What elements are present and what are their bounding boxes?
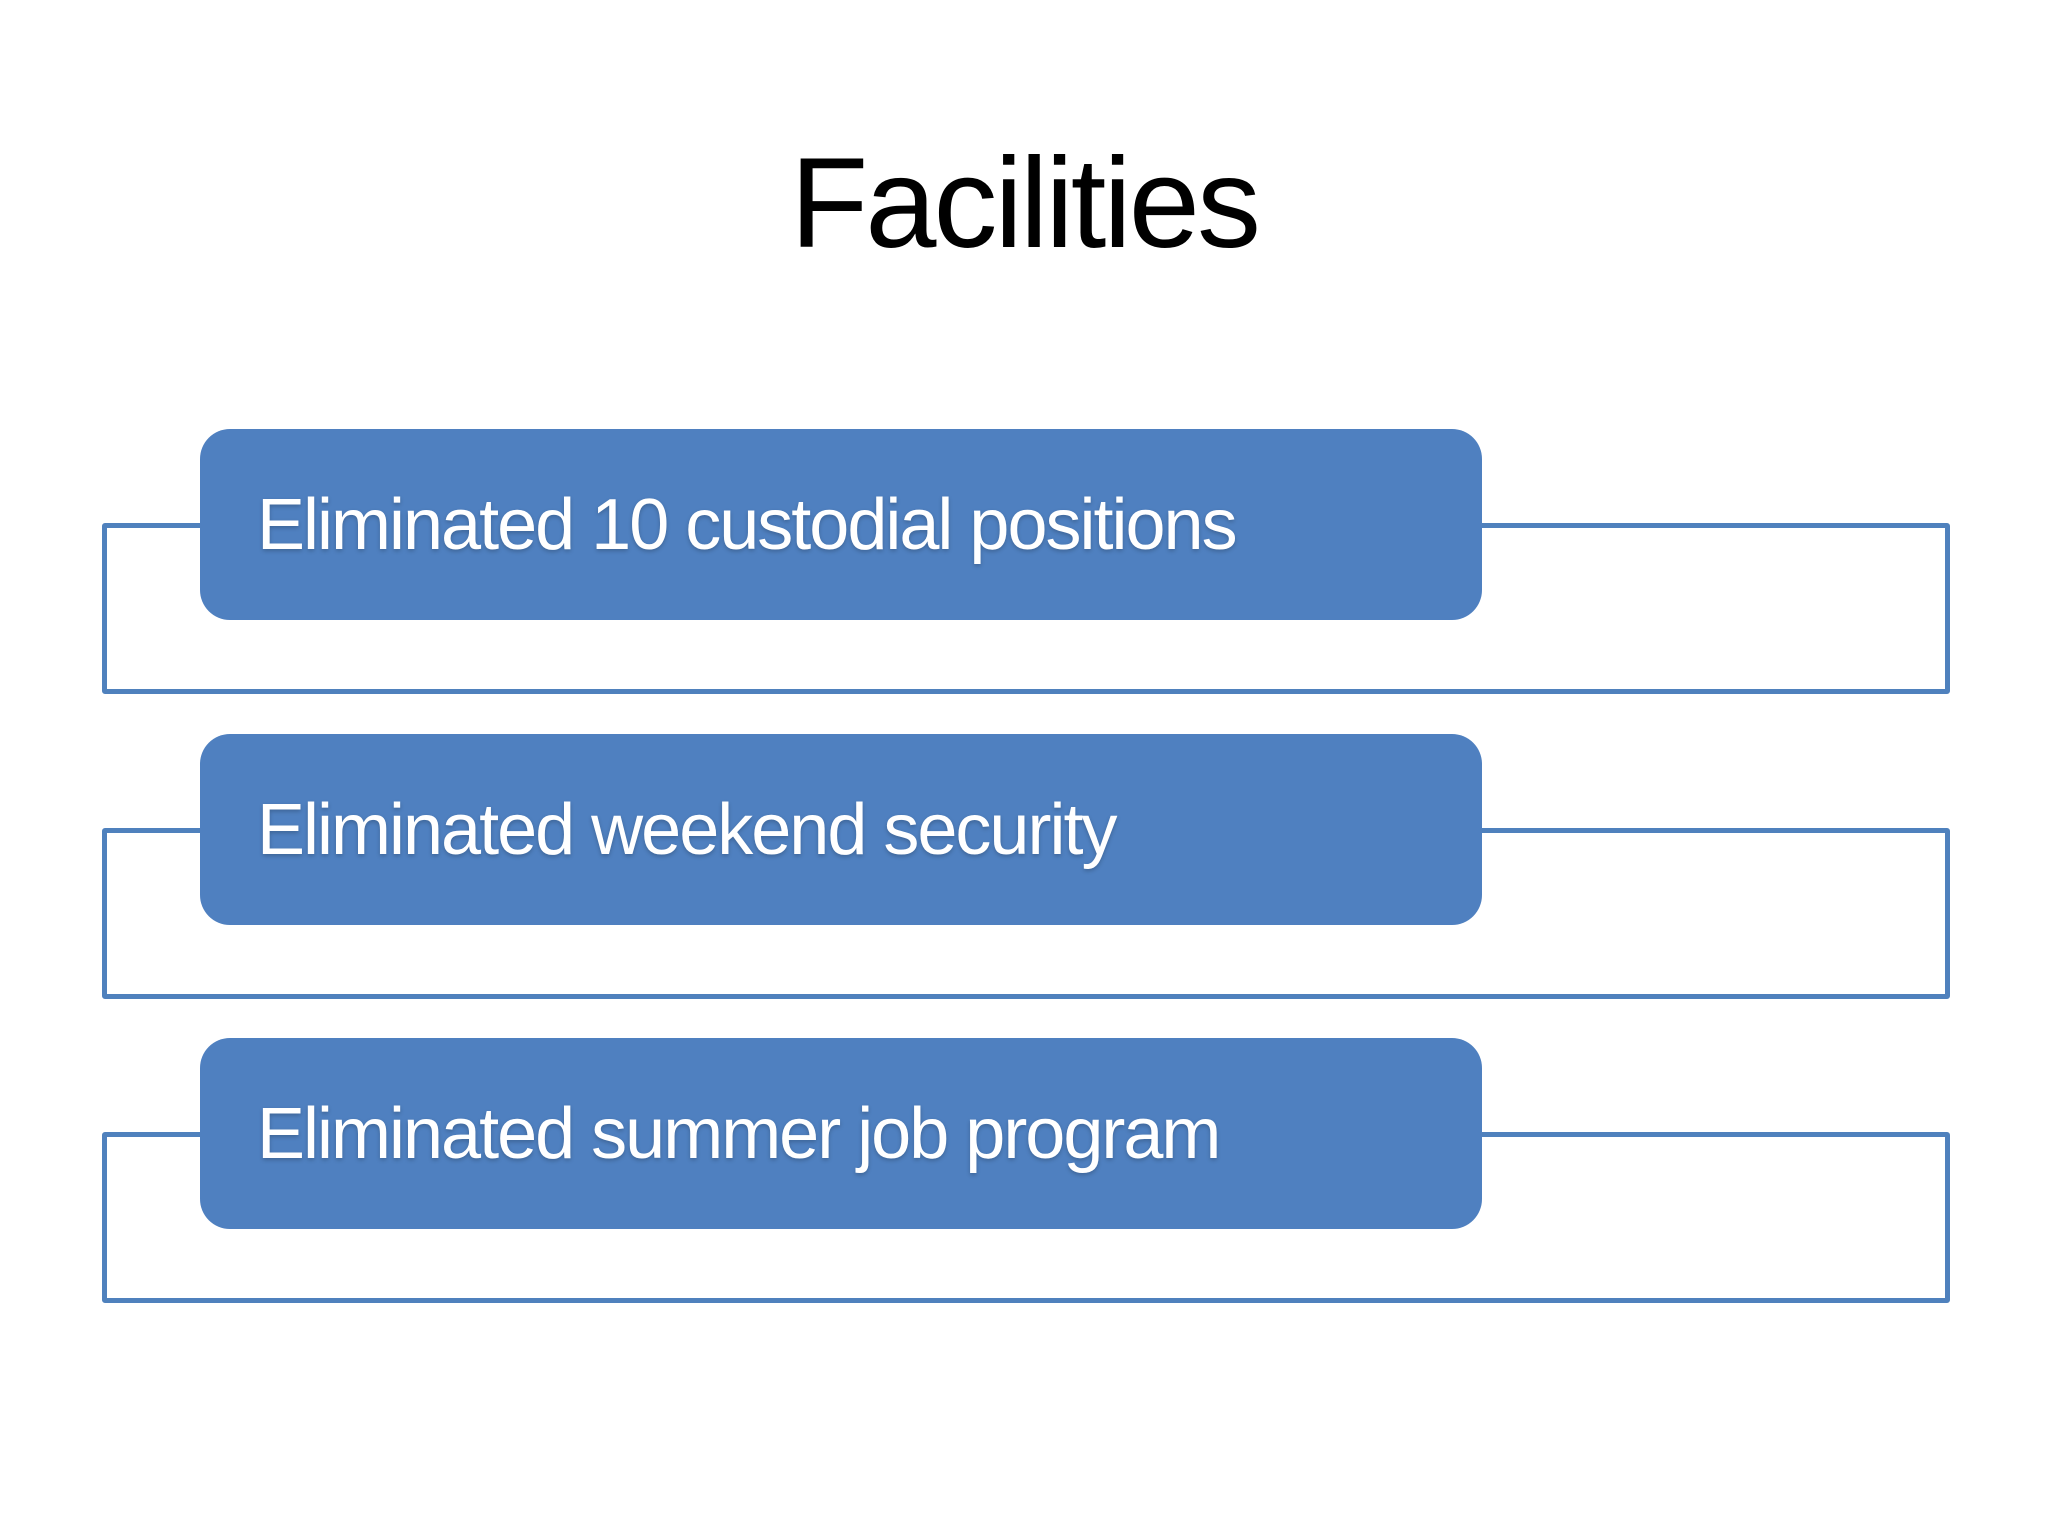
list-item-group-3: Eliminated summer job program xyxy=(0,1038,2048,1343)
slide-title: Facilities xyxy=(790,132,1261,275)
list-item-group-1: Eliminated 10 custodial positions xyxy=(0,429,2048,734)
item-label-2: Eliminated weekend security xyxy=(257,789,1117,870)
item-shape-1: Eliminated 10 custodial positions xyxy=(200,429,1482,620)
item-shape-3: Eliminated summer job program xyxy=(200,1038,1482,1229)
item-label-1: Eliminated 10 custodial positions xyxy=(257,484,1238,565)
item-shape-2: Eliminated weekend security xyxy=(200,734,1482,925)
list-item-group-2: Eliminated weekend security xyxy=(0,734,2048,1039)
item-label-3: Eliminated summer job program xyxy=(257,1093,1221,1174)
